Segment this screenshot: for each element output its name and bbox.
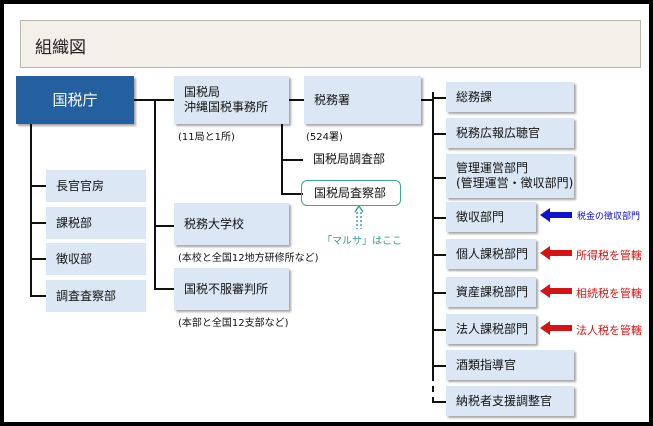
arrow-label: 相続税を管轄 [576, 287, 642, 300]
arrow-label: 所得税を管轄 [576, 249, 642, 262]
left-unit-node: 調査査察部 [46, 280, 146, 312]
section-node: 徴収部門 [446, 202, 536, 232]
arrow-red-icon [540, 284, 572, 298]
left-unit-node: 徴収部 [46, 243, 146, 275]
connector [432, 177, 446, 179]
section-node: 資産課税部門 [446, 277, 536, 307]
regional-bureau-node: 国税局 沖縄国税事務所 [174, 76, 289, 124]
connector [434, 401, 446, 403]
connector [154, 288, 174, 290]
tribunal-node: 国税不服審判所 [174, 268, 289, 310]
connector [432, 254, 446, 256]
connector [281, 159, 303, 161]
connector [289, 99, 304, 101]
connector [432, 217, 446, 219]
regional-bureau-note: (11局と1所) [178, 132, 235, 143]
tax-office-note: (524署) [306, 132, 343, 143]
section-node: 管理運営部門 (管理運営・徴収部門) [446, 154, 574, 198]
connector [432, 133, 446, 135]
section-node: 個人課税部門 [446, 239, 536, 269]
tax-office-node: 税務署 [304, 76, 421, 124]
connector [432, 365, 446, 367]
connector [421, 99, 433, 101]
header-bar: 組織図 [20, 20, 641, 68]
connector [432, 292, 446, 294]
org-chart-frame: 組織図 国税庁 長官官房 課税部 徴収部 調査査察部 国税局 沖縄国税事務所 [4, 4, 649, 422]
left-unit-node: 課税部 [46, 207, 146, 239]
section-node: 酒類指導官 [446, 350, 574, 380]
connector [30, 258, 46, 260]
connector [30, 124, 32, 296]
section-node: 納税者支援調整官 [446, 386, 574, 416]
left-unit-node: 長官官房 [46, 170, 146, 202]
arrow-blue-icon [540, 208, 572, 222]
connector [154, 99, 156, 289]
arrow-red-icon [540, 321, 572, 335]
tax-college-note: (本校と全国12地方研修所など) [178, 253, 319, 264]
investigation-dept-node: 国税局調査部 [303, 146, 403, 172]
arrow-red-icon [540, 246, 572, 260]
connector [432, 92, 434, 375]
dotted-up-arrow-icon [354, 204, 364, 229]
connector [30, 222, 46, 224]
connector [30, 295, 46, 297]
dashed-connector [432, 375, 434, 403]
inspection-dept-node: 国税局査察部 [314, 185, 387, 200]
connector [432, 97, 446, 99]
tax-college-node: 税務大学校 [174, 203, 289, 245]
arrow-label: 法人税を管轄 [576, 324, 642, 337]
arrow-label: 税金の徴収部門 [577, 212, 641, 222]
maruza-note: 「マルサ」はここ [322, 236, 402, 247]
page-title: 組織図 [35, 38, 86, 58]
connector [281, 193, 303, 195]
root-node: 国税庁 [16, 76, 134, 124]
connector [30, 185, 46, 187]
connector [432, 329, 446, 331]
connector [154, 225, 174, 227]
section-node: 法人課税部門 [446, 314, 536, 344]
section-node: 税務広報広聴官 [446, 118, 574, 148]
tribunal-note: (本部と全国12支部など) [178, 318, 289, 329]
inspection-dept-highlight [301, 180, 401, 206]
section-node: 総務課 [446, 82, 574, 112]
